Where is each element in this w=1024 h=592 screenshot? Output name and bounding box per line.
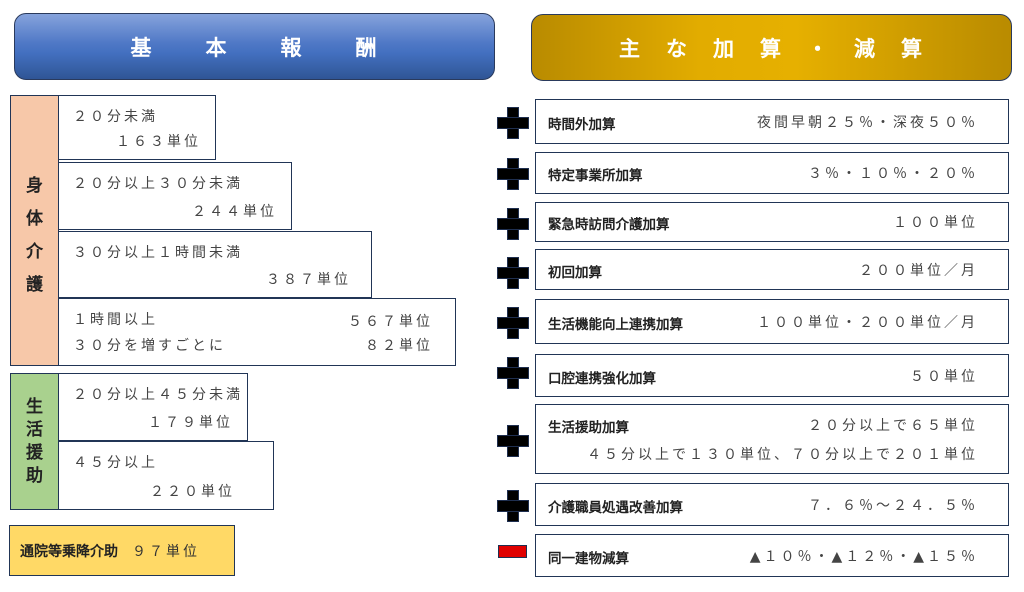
units-text: １６３単位 [116,134,201,150]
adjustment-value-line2: ４５分以上で１３０単位、７０分以上で２０１単位 [587,447,978,463]
physical-care-label: 身 体 介 護 [10,95,59,366]
label-char: 援 [26,442,43,463]
adjustment-item: 生活援助加算 ２０分以上で６５単位 ４５分以上で１３０単位、７０分以上で２０１単… [535,404,1009,474]
header-char: 基 [130,35,154,60]
adjustment-item: 生活機能向上連携加算 １００単位・２００単位／月 [535,299,1009,344]
physical-care-row-3: ３０分以上１時間未満 ３８７単位 [58,231,372,298]
life-support-label: 生 活 援 助 [10,373,59,510]
adjustments-header: 主 な 加 算 ・ 減 算 [531,14,1012,81]
units-text: ３８７単位 [266,272,351,288]
physical-care-row-1: ２０分未満 １６３単位 [58,95,216,160]
adjustment-name: 介護職員処遇改善加算 [548,500,683,516]
header-char: 加 [713,36,736,61]
header-char: 報 [280,35,304,60]
plus-icon [497,158,529,190]
life-support-row-2: ４５分以上 ２２０単位 [58,441,274,510]
header-char: 本 [205,35,229,60]
header-char: ・ [807,36,830,61]
physical-care-row-2: ２０分以上３０分未満 ２４４単位 [58,162,292,230]
adjustment-value: ２０分以上で６５単位 [808,418,978,434]
plus-icon [497,107,529,139]
plus-icon [497,357,529,389]
adjustment-item: 口腔連携強化加算 ５０単位 [535,354,1009,397]
label-char: 助 [26,465,43,486]
adjustment-name: 初回加算 [548,265,602,281]
units-text: ５６７単位 [348,314,433,330]
adjustment-item: 特定事業所加算 ３％・１０％・２０％ [535,152,1009,194]
plus-icon [497,425,529,457]
label-char: 活 [26,419,43,440]
plus-icon [497,307,529,339]
header-char: 算 [901,36,924,61]
adjustment-value: ７．６％～２４．５％ [808,498,978,514]
header-char: 主 [619,36,642,61]
label-char: 護 [26,274,43,295]
units-text: ２４４単位 [192,204,277,220]
label-char: 体 [26,208,43,229]
plus-icon [497,208,529,240]
adjustment-value: ３％・１０％・２０％ [808,166,978,182]
plus-icon [497,257,529,289]
units-text: １７９単位 [148,415,233,431]
life-support-row-1: ２０分以上４５分未満 １７９単位 [58,373,248,441]
adjustment-item: 介護職員処遇改善加算 ７．６％～２４．５％ [535,483,1009,526]
label-char: 生 [26,396,43,417]
transport-assistance-box: 通院等乗降介助 ９７単位 [9,525,235,576]
adjustment-name: 生活機能向上連携加算 [548,317,683,333]
adjustment-name: 時間外加算 [548,117,616,133]
adjustment-name: 生活援助加算 [548,420,629,436]
plus-icon [497,490,529,522]
label-char: 介 [26,241,43,262]
header-char: 酬 [355,35,379,60]
header-char: な [666,36,689,61]
adjustment-value: ▲１０％・▲１２％・▲１５％ [749,549,978,565]
units-text: ８２単位 [365,338,433,354]
adjustment-name: 口腔連携強化加算 [548,371,656,387]
duration-text: １時間以上 [73,312,158,328]
adjustment-value: ２００単位／月 [859,263,978,279]
duration-text: ３０分以上１時間未満 [73,245,243,261]
adjustment-value: ５０単位 [910,369,978,385]
duration-text: ４５分以上 [73,455,158,471]
adjustment-item: 同一建物減算 ▲１０％・▲１２％・▲１５％ [535,534,1009,577]
adjustment-item: 緊急時訪問介護加算 １００単位 [535,202,1009,242]
adjustment-item: 時間外加算 夜間早朝２５％・深夜５０％ [535,99,1009,144]
minus-icon [498,545,527,558]
adjustment-value: １００単位・２００単位／月 [757,315,978,331]
duration-text: ３０分を増すごとに [73,338,226,354]
basic-fee-header: 基 本 報 酬 [14,13,495,80]
label-char: 身 [26,175,43,196]
duration-text: ２０分未満 [73,109,158,125]
adjustment-value: 夜間早朝２５％・深夜５０％ [757,115,978,131]
duration-text: ２０分以上３０分未満 [73,176,243,192]
adjustment-name: 同一建物減算 [548,551,629,567]
physical-care-row-4: １時間以上 ５６７単位 ３０分を増すごとに ８２単位 [58,298,456,366]
header-char: 算 [760,36,783,61]
transport-units: ９７単位 [132,543,200,560]
transport-label: 通院等乗降介助 [20,543,118,560]
duration-text: ２０分以上４５分未満 [73,387,243,403]
adjustment-name: 特定事業所加算 [548,168,643,184]
units-text: ２２０単位 [150,484,235,500]
adjustment-item: 初回加算 ２００単位／月 [535,249,1009,290]
header-char: 減 [854,36,877,61]
adjustment-value: １００単位 [893,215,978,231]
adjustment-name: 緊急時訪問介護加算 [548,217,670,233]
